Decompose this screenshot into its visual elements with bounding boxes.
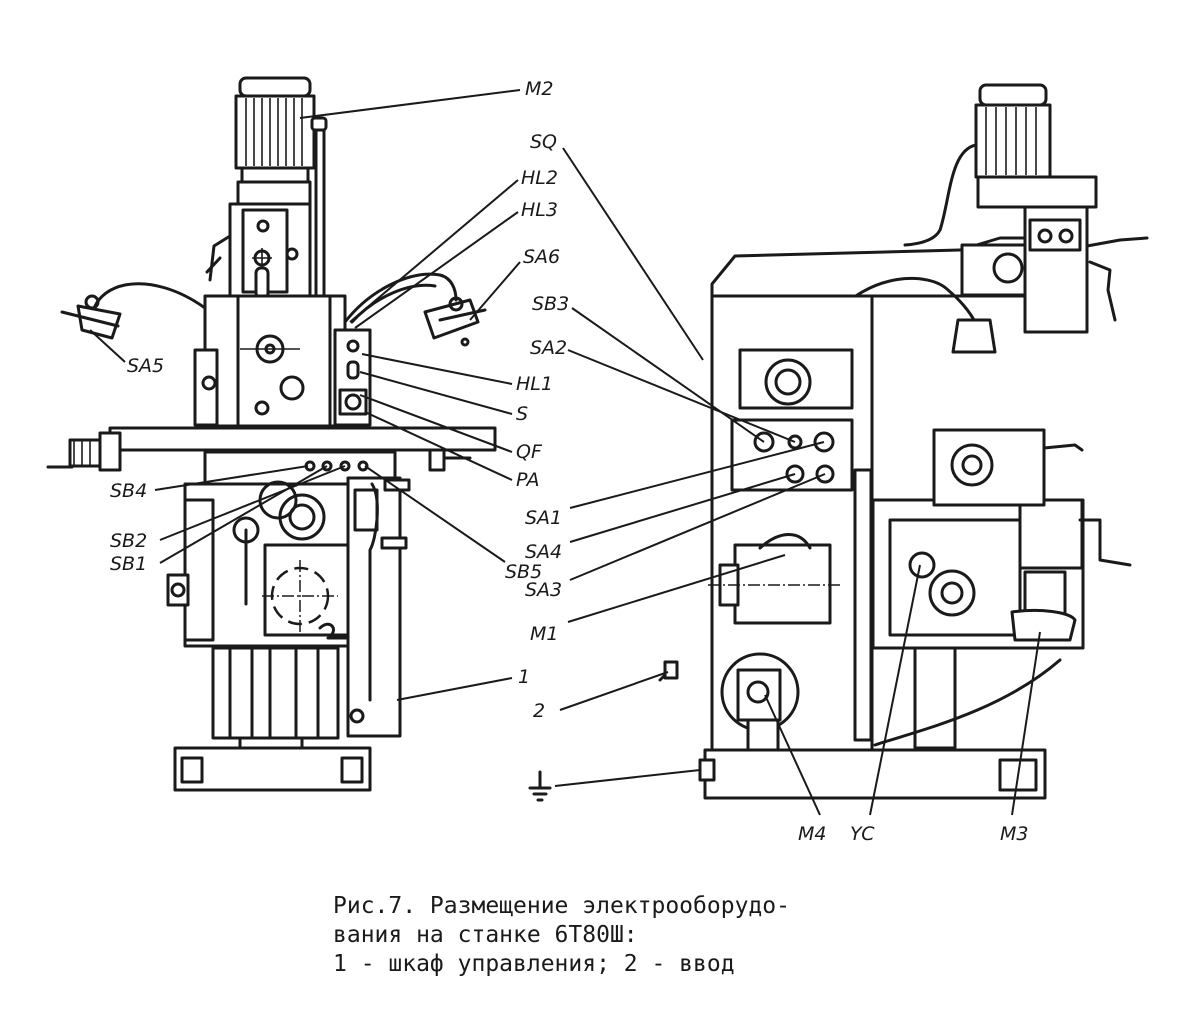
- label-sa2: SA2: [530, 337, 567, 359]
- label-sb1: SB1: [110, 553, 147, 575]
- motor-m2-front: [234, 76, 328, 302]
- side-view-machine: [658, 83, 1149, 800]
- motor-m1: [708, 533, 840, 625]
- label-sa6: SA6: [523, 246, 560, 268]
- front-view-machine: [46, 76, 497, 792]
- label-sq: SQ: [530, 131, 557, 153]
- leader-lines: [89, 89, 1041, 816]
- callout-labels: M2 SQ HL2 HL3 SA6 SA5 SB3 SA2 HL1 S QF P…: [110, 78, 1028, 845]
- ground-symbol: [528, 769, 701, 802]
- label-sb4: SB4: [110, 480, 147, 502]
- label-s: S: [516, 403, 528, 425]
- lamp-sa6: [423, 296, 487, 347]
- label-sa3: SA3: [525, 579, 562, 601]
- label-sb5: SB5: [505, 561, 542, 583]
- label-hl2: HL2: [521, 167, 558, 189]
- label-sa1: SA1: [525, 507, 562, 529]
- label-sa5: SA5: [127, 355, 164, 377]
- label-hl3: HL3: [521, 199, 558, 221]
- caption-line-3: 1 - шкаф управления; 2 - ввод: [333, 951, 735, 977]
- label-sb3: SB3: [532, 293, 569, 315]
- label-1: 1: [518, 666, 530, 688]
- lamp-sa5: [60, 294, 122, 340]
- label-yc: YC: [850, 823, 875, 845]
- caption-line-2: вания на станке 6Т80Ш:: [333, 922, 638, 948]
- label-qf: QF: [516, 441, 543, 463]
- label-m1: M1: [530, 623, 558, 645]
- label-m4: M4: [798, 823, 826, 845]
- figure-caption: Рис.7. Размещение электрооборудо- вания …: [333, 892, 953, 979]
- label-2: 2: [533, 700, 545, 722]
- label-hl1: HL1: [516, 373, 553, 395]
- label-pa: PA: [516, 469, 540, 491]
- caption-line-1: Рис.7. Размещение электрооборудо-: [333, 893, 790, 919]
- label-m2: M2: [525, 78, 553, 100]
- label-m3: M3: [1000, 823, 1028, 845]
- label-sb2: SB2: [110, 530, 147, 552]
- label-sa4: SA4: [525, 541, 562, 563]
